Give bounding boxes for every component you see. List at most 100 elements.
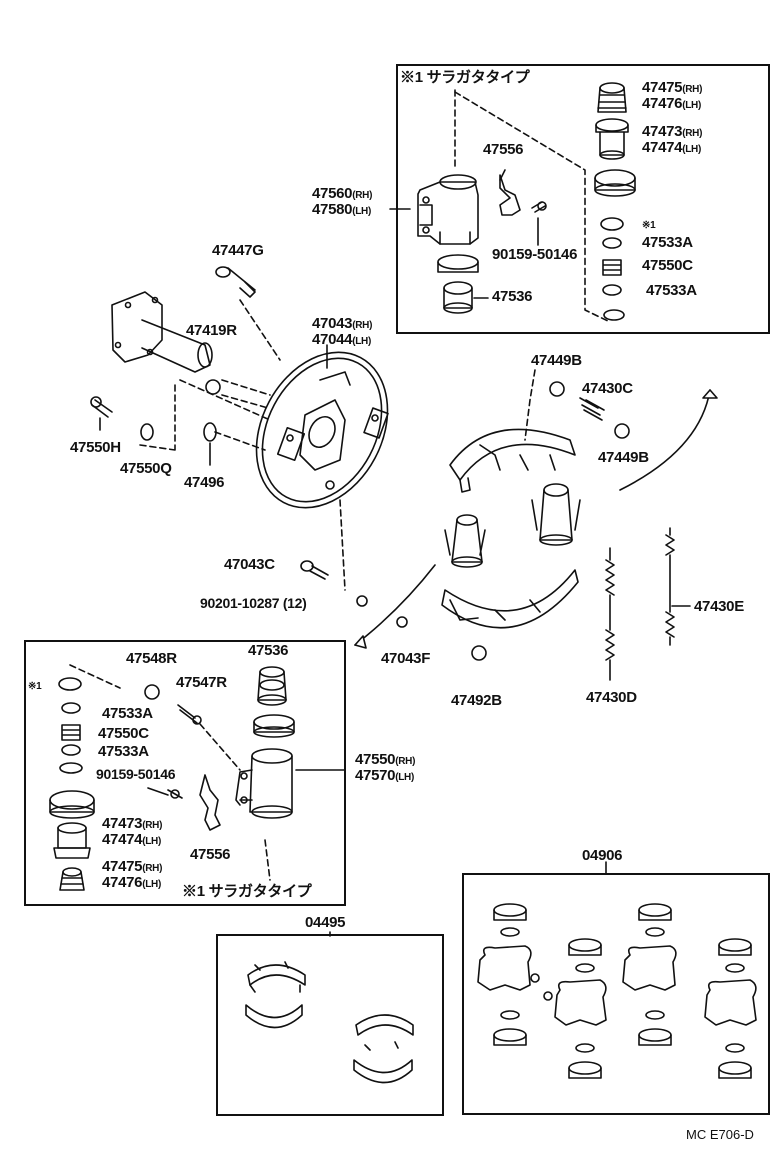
kit-cylinder-group-2-icon bbox=[530, 938, 607, 1079]
label-47580: 47580(LH) bbox=[312, 201, 372, 218]
label-47547R: 47547R bbox=[176, 674, 227, 691]
label-47449B-1: 47449B bbox=[531, 352, 582, 369]
boot-bot-icon bbox=[59, 867, 85, 891]
spring-bot-icon bbox=[61, 724, 81, 741]
box-kit-04495 bbox=[216, 934, 444, 1116]
label-47043C: 47043C bbox=[224, 556, 275, 573]
label-47473-bot: 47473(RH) bbox=[102, 815, 163, 832]
washer-bot-icon bbox=[58, 677, 82, 691]
pin-47492b-icon bbox=[471, 645, 487, 661]
bolt-top-icon bbox=[531, 201, 547, 246]
label-47496: 47496 bbox=[184, 474, 225, 491]
cup-top-icon bbox=[594, 169, 636, 197]
label-47560: 47560(RH) bbox=[312, 185, 373, 202]
label-47533A-bot1: 47533A bbox=[102, 705, 153, 722]
label-47536-bot: 47536 bbox=[248, 642, 289, 659]
spacer-top1-icon bbox=[602, 237, 622, 249]
spring-47430c-icon bbox=[579, 397, 605, 421]
label-47550C-top: 47550C bbox=[642, 257, 693, 274]
washer-top2-icon bbox=[603, 309, 625, 321]
label-kit-04906: 04906 bbox=[582, 847, 623, 864]
label-47474-bot: 47474(LH) bbox=[102, 831, 162, 848]
label-47473-top: 47473(RH) bbox=[642, 123, 703, 140]
wheel-cylinder-bot-icon bbox=[235, 748, 293, 819]
piston-bot-icon bbox=[53, 822, 91, 859]
kit-cylinder-group-1-icon bbox=[477, 903, 532, 1046]
brake-shoe-upper-icon bbox=[449, 428, 576, 493]
label-47430D: 47430D bbox=[586, 689, 637, 706]
kit-shoe-set-1-icon bbox=[245, 961, 306, 1029]
wheel-cylinder-mid-right-icon bbox=[531, 483, 581, 546]
box-kit-04906 bbox=[462, 873, 770, 1115]
cup-bot-icon bbox=[49, 790, 95, 819]
label-47419R: 47419R bbox=[186, 322, 237, 339]
label-47474-top: 47474(LH) bbox=[642, 139, 702, 156]
label-47556-bot: 47556 bbox=[190, 846, 231, 863]
bolt-47043c-icon bbox=[300, 560, 329, 580]
clip-47043f-icon bbox=[396, 616, 408, 628]
label-47043F: 47043F bbox=[381, 650, 431, 667]
label-47556-top: 47556 bbox=[483, 141, 524, 158]
label-47550H: 47550H bbox=[70, 439, 121, 456]
spring-47430d-icon bbox=[605, 547, 615, 681]
kit-cylinder-group-4-icon bbox=[704, 938, 757, 1079]
cable-left-icon bbox=[354, 564, 436, 646]
box-top-right bbox=[396, 64, 770, 334]
label-47548R: 47548R bbox=[126, 650, 177, 667]
label-90201: 90201-10287 (12) bbox=[200, 595, 307, 611]
washer-47449b-2-icon bbox=[614, 423, 630, 439]
label-47550C-bot: 47550C bbox=[98, 725, 149, 742]
bolt-bot-icon bbox=[147, 787, 183, 799]
spring-top-icon bbox=[602, 259, 622, 276]
cable-right-icon bbox=[619, 389, 711, 491]
label-ref1-bot: ※1 bbox=[28, 681, 42, 692]
wheel-cylinder-mid-left-icon bbox=[444, 514, 486, 568]
label-90159-bot: 90159-50146 bbox=[96, 766, 176, 782]
label-47475-bot: 47475(RH) bbox=[102, 858, 163, 875]
label-47044: 47044(LH) bbox=[312, 331, 372, 348]
label-47430C: 47430C bbox=[582, 380, 633, 397]
wheel-cylinder-top-icon bbox=[417, 174, 479, 245]
label-kit-04495: 04495 bbox=[305, 914, 346, 931]
backing-plate-icon bbox=[255, 351, 389, 509]
adjuster-lever-bot-icon bbox=[199, 774, 221, 831]
label-47536-top: 47536 bbox=[492, 288, 533, 305]
label-47570: 47570(LH) bbox=[355, 767, 415, 784]
spacer-bot2-icon bbox=[61, 744, 81, 756]
spacer-bot1-icon bbox=[61, 702, 81, 714]
ring-bot-icon bbox=[253, 714, 295, 738]
label-47550-rh: 47550(RH) bbox=[355, 751, 416, 768]
brake-shoe-lower-icon bbox=[441, 569, 579, 629]
label-47447G: 47447G bbox=[212, 242, 264, 259]
disc-bot-icon bbox=[59, 762, 83, 774]
boot-top-icon bbox=[597, 82, 627, 113]
label-47550Q: 47550Q bbox=[120, 460, 172, 477]
label-47430E: 47430E bbox=[694, 598, 744, 615]
washer-47449b-1-icon bbox=[549, 381, 565, 397]
box-bottom-left bbox=[24, 640, 346, 906]
spindle-icon bbox=[111, 291, 213, 373]
bolt-47550h-icon bbox=[90, 396, 113, 431]
kit-shoe-set-2-icon bbox=[353, 1014, 414, 1084]
box-bottom-title: ※1 サラガタタイプ bbox=[182, 883, 312, 900]
cup-47536-bot-icon bbox=[257, 666, 287, 706]
box-top-title: ※1 サラガタタイプ bbox=[400, 69, 530, 86]
washer-47550q-icon bbox=[140, 423, 154, 441]
label-47492B: 47492B bbox=[451, 692, 502, 709]
nut-90201-icon bbox=[356, 595, 368, 607]
label-47533A-top2: 47533A bbox=[646, 282, 697, 299]
label-47475-top: 47475(RH) bbox=[642, 79, 703, 96]
bleeder-47547r-icon bbox=[177, 704, 202, 725]
spacer-top2-icon bbox=[602, 284, 622, 296]
label-47476-top: 47476(LH) bbox=[642, 95, 702, 112]
washer-top-icon bbox=[600, 217, 624, 231]
label-47476-bot: 47476(LH) bbox=[102, 874, 162, 891]
label-47043: 47043(RH) bbox=[312, 315, 373, 332]
bolt-47447g-icon bbox=[215, 266, 256, 298]
kit-cylinder-group-3-icon bbox=[622, 903, 677, 1046]
label-ref1-top: ※1 bbox=[642, 220, 656, 231]
cup-47536-top-icon bbox=[437, 254, 489, 314]
piston-top-icon bbox=[595, 118, 629, 160]
